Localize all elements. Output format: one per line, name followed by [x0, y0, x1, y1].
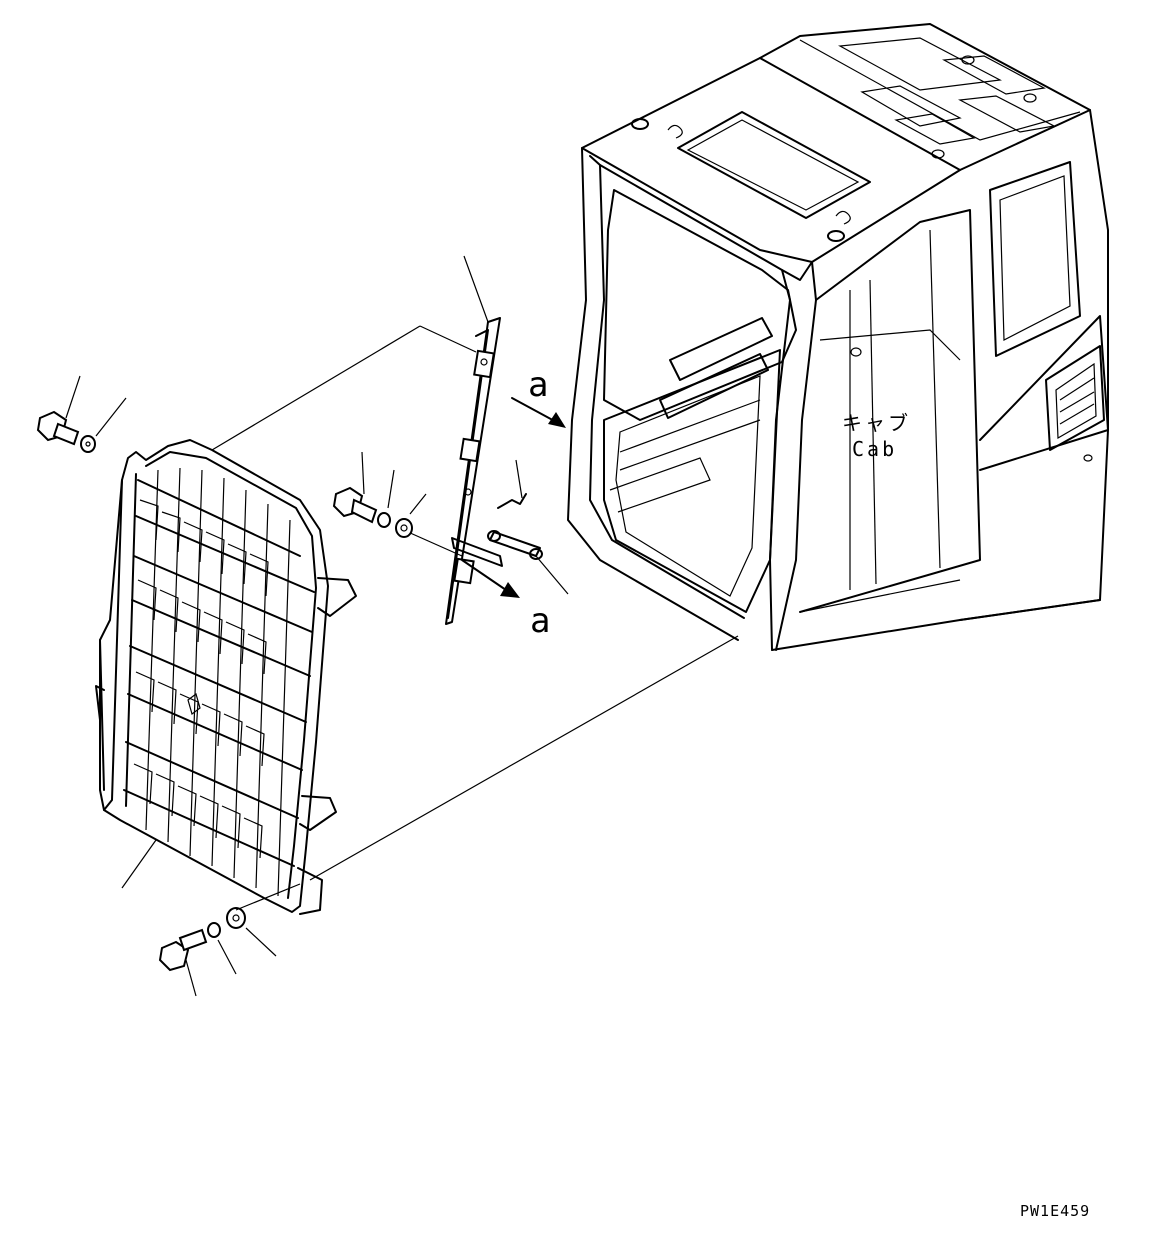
cab-assembly [567, 23, 1109, 651]
cab-label-japanese: キャブ [842, 411, 911, 435]
upper-left-bolt-set [36, 375, 127, 453]
reference-label-top: a [528, 365, 548, 405]
reference-label-bottom: a [530, 601, 550, 641]
cab-label-english: Cab [852, 437, 897, 461]
reference-arrow-bottom: a [407, 531, 550, 641]
lower-bolt-set [158, 907, 277, 997]
cab-label: キャブ Cab [842, 411, 911, 461]
drawing-code: PW1E459 [1020, 1202, 1090, 1220]
lock-pin-assembly [487, 459, 569, 595]
assembly-lines [211, 325, 739, 911]
reference-arrow-top: a [511, 365, 566, 428]
middle-bolt-set [332, 451, 427, 538]
front-guard-screen [95, 439, 357, 915]
